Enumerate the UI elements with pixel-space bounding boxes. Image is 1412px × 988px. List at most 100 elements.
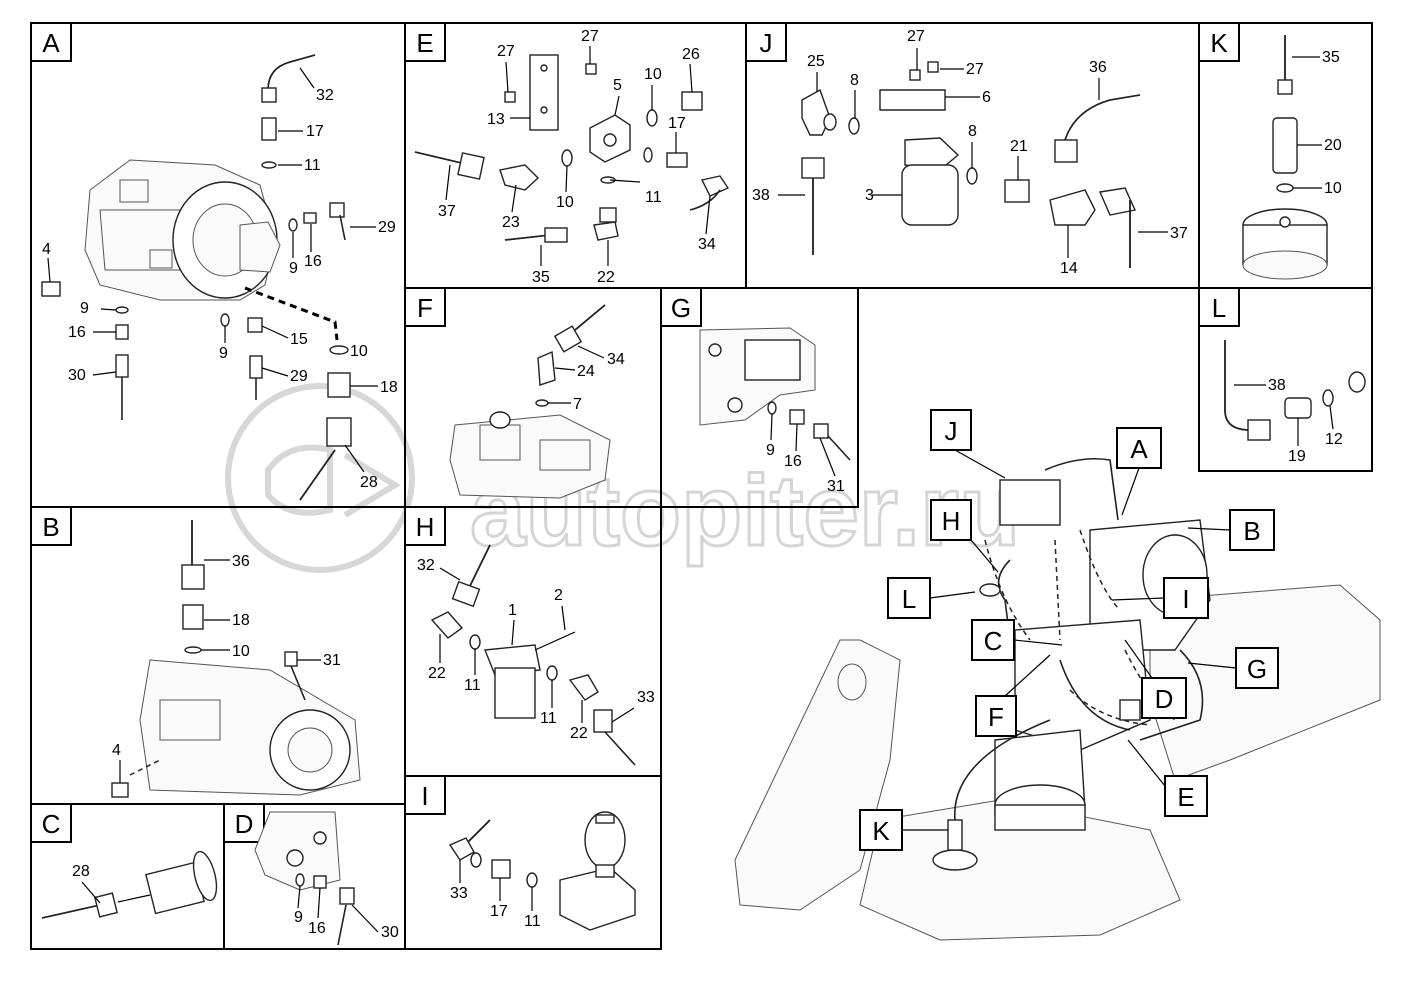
callout-leader [705, 195, 711, 235]
part-number: 18 [380, 379, 398, 396]
part-number: 27 [966, 61, 984, 78]
callout-k-2: 10 [1293, 180, 1342, 197]
part-number: 11 [304, 157, 321, 174]
callout-e-9: 10 [556, 165, 574, 211]
callout-h-7: 33 [611, 689, 655, 723]
part-number: 21 [1010, 138, 1028, 155]
callout-a-1: 17 [278, 123, 324, 140]
panel-tags: A B C D E F G H I J K L [30, 22, 1240, 843]
callout-leader [819, 437, 836, 477]
svg-text:K: K [872, 816, 890, 846]
part-number: 26 [682, 46, 700, 63]
callout-leader [299, 67, 315, 89]
callout-leader [1329, 405, 1334, 430]
part-number: 4 [112, 742, 121, 759]
overview-tags: J A H B L I C [859, 409, 1279, 851]
callout-a-12: 30 [68, 367, 117, 384]
callout-e-13: 22 [597, 240, 615, 286]
callout-e-4: 26 [682, 46, 700, 93]
part-number: 34 [698, 236, 716, 253]
callout-leader [297, 885, 301, 909]
panel-i-frame [404, 775, 662, 950]
callout-e-2: 5 [613, 77, 622, 116]
svg-text:C: C [42, 809, 61, 839]
panel-d-tag: D [223, 803, 265, 843]
panel-b-drawing [111, 520, 361, 798]
callout-h-3: 22 [428, 634, 446, 682]
svg-text:J: J [760, 28, 773, 58]
callout-f-1: 24 [554, 363, 595, 380]
part-number: 10 [1324, 180, 1342, 197]
callout-d-0: 9 [294, 885, 303, 926]
panel-frames [30, 22, 1373, 950]
callout-l-1: 19 [1288, 418, 1306, 465]
callout-b-2: 10 [201, 643, 250, 660]
part-number: 14 [1060, 260, 1078, 277]
part-number: 28 [72, 863, 90, 880]
part-number: 36 [1089, 59, 1107, 76]
callout-g-2: 31 [819, 437, 845, 495]
callout-leader [261, 367, 289, 377]
part-number: 30 [381, 924, 399, 941]
svg-text:H: H [942, 506, 961, 536]
callout-leader [689, 63, 693, 93]
callout-k-0: 35 [1292, 49, 1340, 66]
panel-a-tag: A [30, 22, 72, 62]
callout-a-3: 29 [350, 219, 396, 236]
callout-leader [47, 257, 51, 283]
panel-c-tag: C [30, 803, 72, 843]
panel-a-drawing [41, 54, 352, 501]
overview-drawing [734, 457, 1381, 941]
callout-leader [554, 367, 576, 371]
panel-d-drawing [254, 811, 355, 946]
part-number: 3 [865, 187, 874, 204]
svg-text:G: G [671, 293, 691, 323]
part-number: 32 [417, 557, 435, 574]
part-number: 16 [784, 453, 802, 470]
callout-i-2: 11 [524, 887, 541, 930]
callout-e-12: 35 [532, 245, 550, 286]
part-number: 22 [597, 269, 615, 286]
part-number: 29 [290, 368, 308, 385]
part-number: 24 [577, 363, 595, 380]
callout-h-0: 32 [417, 557, 461, 581]
svg-text:G: G [1247, 654, 1267, 684]
callout-a-6: 4 [42, 241, 51, 283]
callout-leader [561, 605, 566, 631]
panel-l-tag: L [1198, 287, 1240, 327]
part-number: 13 [487, 111, 505, 128]
callout-b-3: 31 [297, 652, 341, 669]
part-number: 16 [304, 253, 322, 270]
panel-c-drawing [41, 850, 218, 919]
overview-tag-a: A [1116, 427, 1162, 516]
svg-text:K: K [1210, 28, 1228, 58]
callout-leader [511, 619, 515, 646]
callout-a-11: 10 [350, 343, 368, 360]
callout-leader [344, 444, 365, 473]
callout-h-2: 1 [508, 602, 517, 646]
part-number: 19 [1288, 448, 1306, 465]
part-number: 28 [360, 474, 378, 491]
callout-leader [81, 881, 101, 904]
overview-tag-i: I [1111, 577, 1209, 619]
callout-e-0: 27 [497, 43, 515, 93]
part-number: 22 [428, 665, 446, 682]
callout-a-4: 9 [289, 232, 298, 277]
svg-text:F: F [988, 702, 1004, 732]
callout-j-0: 27 [907, 28, 925, 70]
svg-text:E: E [416, 28, 433, 58]
callout-b-0: 36 [204, 553, 250, 570]
callout-e-11: 34 [698, 195, 716, 253]
callout-a-10: 15 [261, 325, 308, 348]
svg-text:E: E [1177, 782, 1194, 812]
part-number: 17 [490, 903, 508, 920]
callout-a-8: 16 [68, 324, 116, 341]
callout-leader [770, 413, 773, 441]
svg-text:D: D [235, 809, 254, 839]
svg-text:I: I [1182, 584, 1189, 614]
part-number: 11 [540, 710, 557, 727]
callout-leader [614, 95, 620, 116]
part-number: 23 [502, 214, 520, 231]
part-number: 10 [644, 66, 662, 83]
